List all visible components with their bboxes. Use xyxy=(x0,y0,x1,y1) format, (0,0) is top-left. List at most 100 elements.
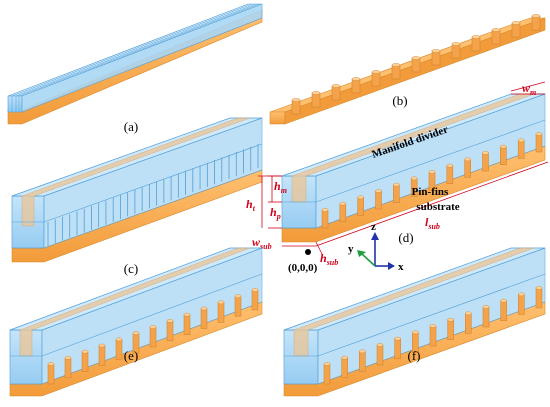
pin-fin xyxy=(393,184,400,203)
pin-fin-top xyxy=(446,163,454,168)
pin-fin xyxy=(98,345,106,366)
pin-fin-top xyxy=(447,317,454,322)
panel-d-pin-fins xyxy=(321,132,543,229)
pin-fin xyxy=(464,159,471,178)
pin-fin xyxy=(341,357,348,378)
panel-d-label: (d) xyxy=(398,230,413,245)
pin-fin-top xyxy=(234,294,242,298)
pin-fin-top xyxy=(518,292,525,297)
pin-fin xyxy=(500,300,507,321)
pin-fin xyxy=(200,308,208,329)
panel-b-pin-fins xyxy=(291,14,541,115)
pin-fin xyxy=(166,320,174,342)
pin-fin-top xyxy=(410,176,418,181)
pin-fin xyxy=(535,133,543,153)
pin-fin-top xyxy=(500,144,507,149)
panel-a-model xyxy=(7,3,263,125)
pin-fin-top xyxy=(393,182,400,187)
pin-fin xyxy=(394,338,401,359)
panel-d-dimension-lines xyxy=(258,81,549,255)
dim-lsub: lsub xyxy=(425,215,440,231)
pin-fin-top xyxy=(394,336,401,341)
panel-b-label: (b) xyxy=(392,93,407,108)
pin-fin xyxy=(291,99,301,115)
panel-a-label: (a) xyxy=(124,119,138,134)
pin-fin xyxy=(351,78,361,94)
panel-e-pin-fins xyxy=(47,288,259,385)
pin-fin-top xyxy=(81,349,89,354)
panel-e-label: (e) xyxy=(124,348,138,363)
pin-fin xyxy=(321,209,329,229)
pin-fin-top xyxy=(166,319,174,323)
pin-fin-top xyxy=(429,324,437,328)
pin-fin-top xyxy=(183,312,191,317)
panel-e-model xyxy=(9,247,263,397)
pin-fin xyxy=(447,319,454,340)
origin-label: (0,0,0) xyxy=(288,262,318,274)
panel-a-water-front xyxy=(7,95,23,113)
pin-fin-top xyxy=(351,77,361,81)
pin-fin-top xyxy=(217,300,225,305)
pin-fin xyxy=(311,92,321,108)
pin-fin-top xyxy=(132,331,140,335)
pin-fin xyxy=(429,325,437,347)
panel-b-model xyxy=(269,14,546,125)
pin-fin xyxy=(64,357,72,379)
pin-fin xyxy=(451,43,461,59)
pin-fin-top xyxy=(531,14,541,18)
pin-fin xyxy=(471,36,481,52)
pin-fin-top xyxy=(535,286,543,290)
pin-fin xyxy=(251,289,259,311)
pin-fin-top xyxy=(339,201,347,206)
panel-c-channel-walls xyxy=(47,144,259,246)
pin-fin-top xyxy=(412,330,419,335)
pin-fin xyxy=(149,326,157,348)
pin-fin xyxy=(357,197,364,216)
pin-fin-top xyxy=(200,306,208,311)
pin-fin xyxy=(535,287,543,309)
pin-fin-top xyxy=(371,70,381,74)
pin-fin xyxy=(465,313,472,334)
pin-fin xyxy=(376,344,384,366)
pin-fin xyxy=(431,50,441,66)
pin-fin xyxy=(391,64,401,80)
pin-fin xyxy=(482,152,489,172)
pin-fin xyxy=(411,57,421,73)
dim-hp: hp xyxy=(270,205,281,221)
pin-fin-top xyxy=(517,138,525,143)
pin-fin xyxy=(323,363,331,385)
panel-c-label: (c) xyxy=(124,261,138,276)
pin-fin-top xyxy=(500,298,507,303)
panel-f-model xyxy=(283,247,546,397)
dim-wsub: wsub xyxy=(252,235,272,251)
pin-fin xyxy=(446,165,454,184)
dim-hsub: hsub xyxy=(320,251,338,267)
axis-z-label: z xyxy=(371,221,376,233)
pin-fin-top xyxy=(311,91,321,95)
panel-d-model xyxy=(258,81,549,255)
pin-fin-top xyxy=(321,208,329,212)
panel-a-water-side xyxy=(21,3,263,113)
pin-fin xyxy=(491,29,501,45)
pin-fin-top xyxy=(482,305,490,309)
pin-fin xyxy=(115,339,123,360)
panel-f-pin-fins xyxy=(323,286,543,385)
pin-fin xyxy=(217,302,225,323)
origin-point xyxy=(305,249,311,255)
pin-fin-top xyxy=(341,355,348,360)
pin-fin xyxy=(482,306,490,328)
dim-ht: ht xyxy=(246,197,256,213)
axis-x-label: x xyxy=(398,261,404,273)
pin-fin-top xyxy=(323,362,331,366)
dim-hm: hm xyxy=(274,179,287,195)
pin-fin xyxy=(511,22,521,38)
pin-fin xyxy=(339,203,347,222)
pin-fin xyxy=(517,140,525,159)
pin-fin-top xyxy=(431,49,441,53)
panel-b-substrate-front xyxy=(269,111,286,125)
pin-fin-top xyxy=(359,349,366,354)
pin-fins-label: Pin-fins xyxy=(412,186,449,198)
pin-fin-top xyxy=(331,84,341,88)
substrate-label: substrate xyxy=(416,201,460,213)
panel-a-water-top xyxy=(7,3,263,97)
